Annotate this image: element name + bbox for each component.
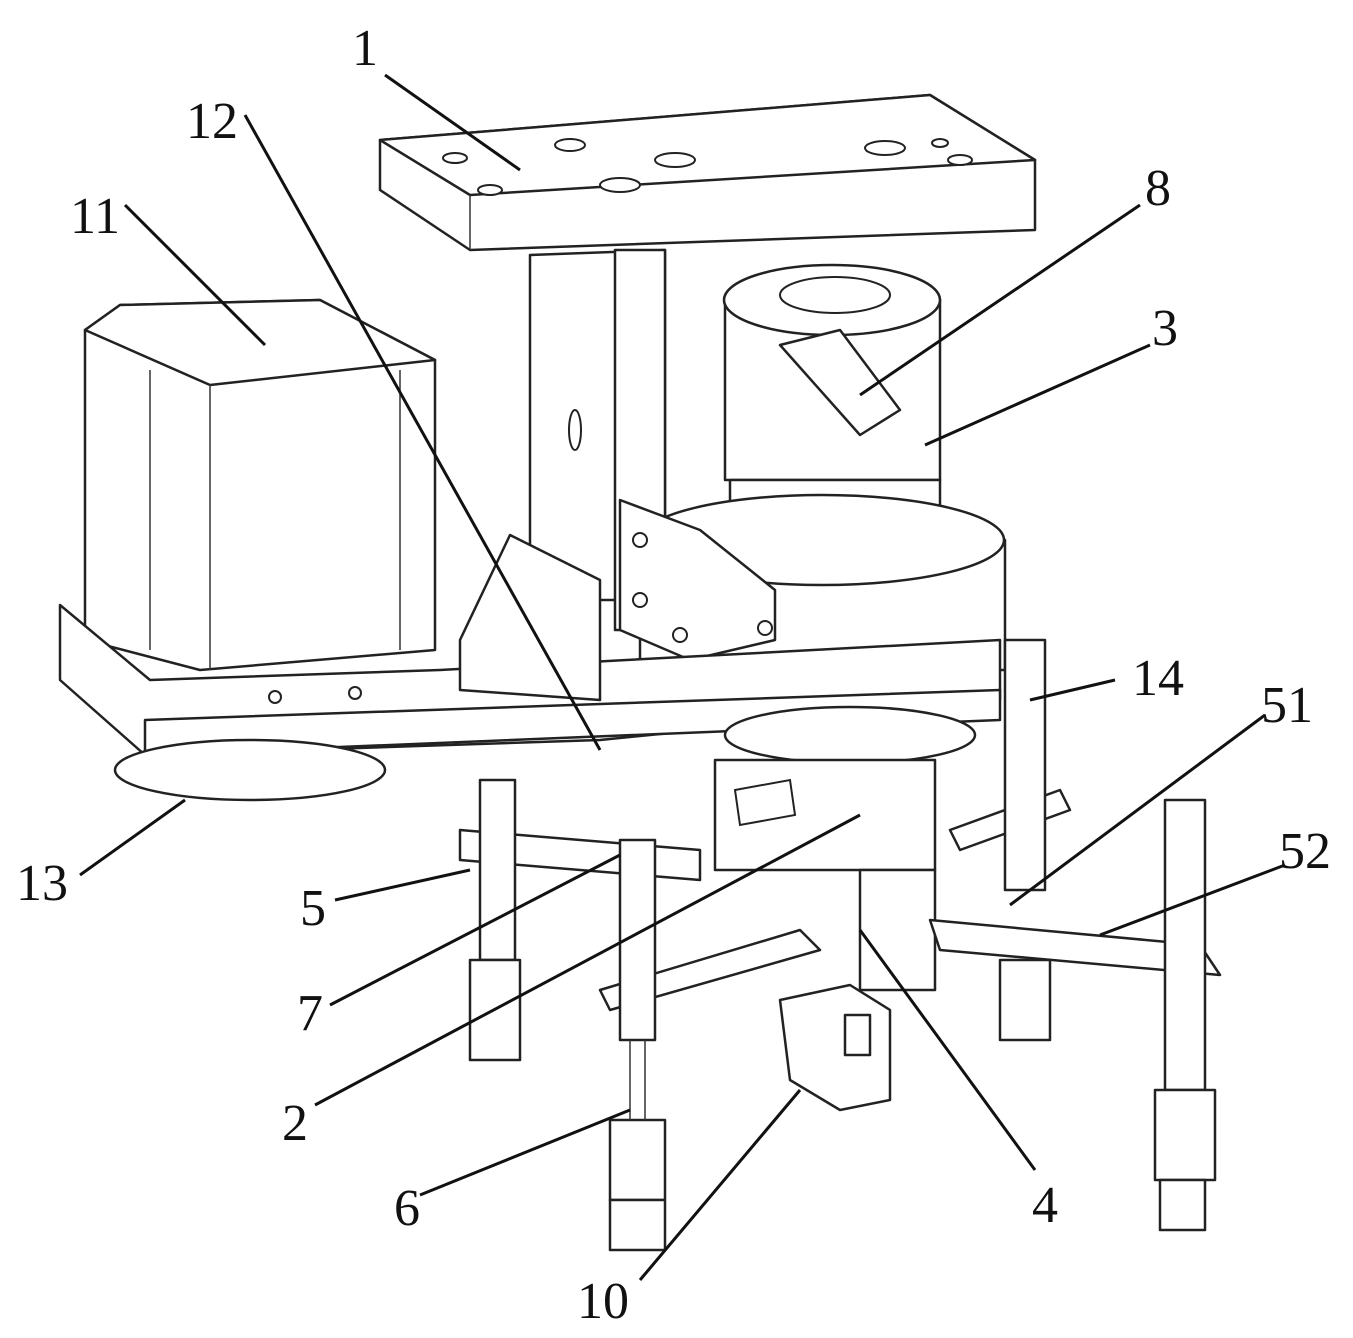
label-6: 6 [394,1180,420,1237]
label-8: 8 [1145,160,1171,217]
label-51: 51 [1261,677,1313,734]
leader-3 [925,345,1150,445]
label-14: 14 [1132,650,1184,707]
leader-5 [335,870,470,900]
label-2: 2 [282,1095,308,1152]
leader-6 [420,1110,630,1195]
motor [85,300,435,670]
mounting-plate [380,95,1035,250]
label-3: 3 [1152,300,1178,357]
label-52: 52 [1279,823,1331,880]
label-5: 5 [300,880,326,937]
label-12: 12 [186,93,238,150]
label-10: 10 [577,1273,629,1330]
label-1: 1 [352,20,378,77]
leader-13 [80,800,185,875]
label-7: 7 [297,985,323,1042]
label-13: 13 [16,855,68,912]
label-4: 4 [1032,1177,1058,1234]
sensor-bracket [780,985,890,1110]
label-11: 11 [70,188,120,245]
